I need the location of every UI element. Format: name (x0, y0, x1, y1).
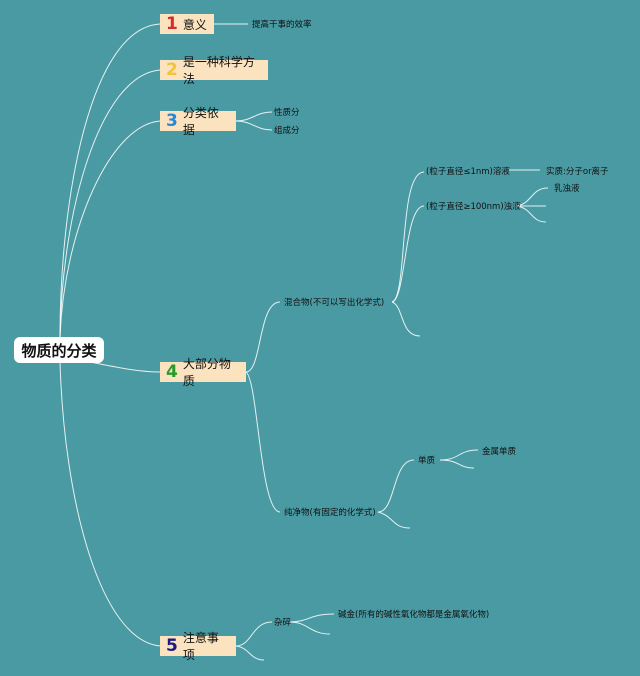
topic-label-4: 大部分物质 (182, 357, 231, 388)
topic-number-5: 5 (166, 636, 178, 656)
topic-label-1: 意义 (182, 17, 207, 32)
topic-number-2: 2 (166, 60, 178, 80)
link-4-pure (245, 371, 281, 513)
link-col-3 (513, 205, 547, 223)
link-col-c (513, 187, 549, 207)
node-element[interactable]: 单质 (418, 456, 436, 466)
link-pure-elem (377, 459, 415, 513)
node-solution[interactable]: (粒子直径≤1nm)溶液 (426, 167, 510, 177)
node-mixture[interactable]: 混合物(不可以写出化学式) (284, 298, 385, 308)
topic-number-3: 3 (166, 111, 178, 131)
topic-node-2[interactable]: 2 是一种科学方法 (160, 55, 268, 86)
node-t3-property[interactable]: 性质分 (274, 108, 300, 118)
node-solution-child[interactable]: 实质:分子or离子 (546, 167, 609, 177)
link-pure-2 (377, 511, 411, 529)
link-mix-col (391, 205, 425, 303)
topic-label-5: 注意事项 (182, 631, 219, 662)
link-elem-2 (439, 459, 475, 469)
node-metal-element[interactable]: 金属单质 (482, 447, 517, 457)
link-5-misc (235, 621, 273, 647)
node-misc-child[interactable]: 碱金(所有的碱性氧化物都是金属氧化物) (338, 610, 490, 620)
topic-label-2: 是一种科学方法 (182, 55, 255, 86)
node-colloid-child[interactable]: 乳浊液 (554, 184, 580, 194)
link-misc-c (289, 613, 335, 623)
topic-node-3[interactable]: 3 分类依据 (160, 106, 236, 137)
topic-node-5[interactable]: 5 注意事项 (160, 631, 236, 662)
link-elem-metal (439, 449, 479, 461)
link-root-4 (89, 361, 161, 373)
topic-node-1[interactable]: 1 意义 (160, 14, 214, 34)
link-root-5 (59, 361, 161, 647)
root-label: 物质的分类 (21, 341, 97, 360)
link-misc-2 (289, 621, 331, 635)
node-t3-composition[interactable]: 组成分 (274, 126, 300, 136)
link-3-a (235, 111, 273, 122)
link-root-1 (59, 23, 161, 338)
link-root-3 (59, 120, 161, 338)
link-4-mix (245, 301, 281, 373)
topic-number-1: 1 (166, 14, 178, 34)
node-t1-efficiency[interactable]: 提高干事的效率 (252, 20, 312, 30)
link-3-b (235, 120, 273, 131)
node-colloid[interactable]: (粒子直径≥100nm)浊液 (426, 202, 521, 212)
link-root-2 (59, 69, 161, 338)
node-pure[interactable]: 纯净物(有固定的化学式) (284, 508, 376, 518)
topic-node-4[interactable]: 4 大部分物质 (160, 357, 246, 388)
topic-label-3: 分类依据 (182, 106, 219, 137)
node-misc[interactable]: 杂碎 (274, 618, 292, 628)
link-mix-sol (391, 171, 425, 303)
root-node[interactable]: 物质的分类 (14, 337, 104, 363)
topic-number-4: 4 (166, 362, 178, 382)
link-mix-3 (391, 301, 421, 337)
link-5-2 (235, 645, 265, 661)
